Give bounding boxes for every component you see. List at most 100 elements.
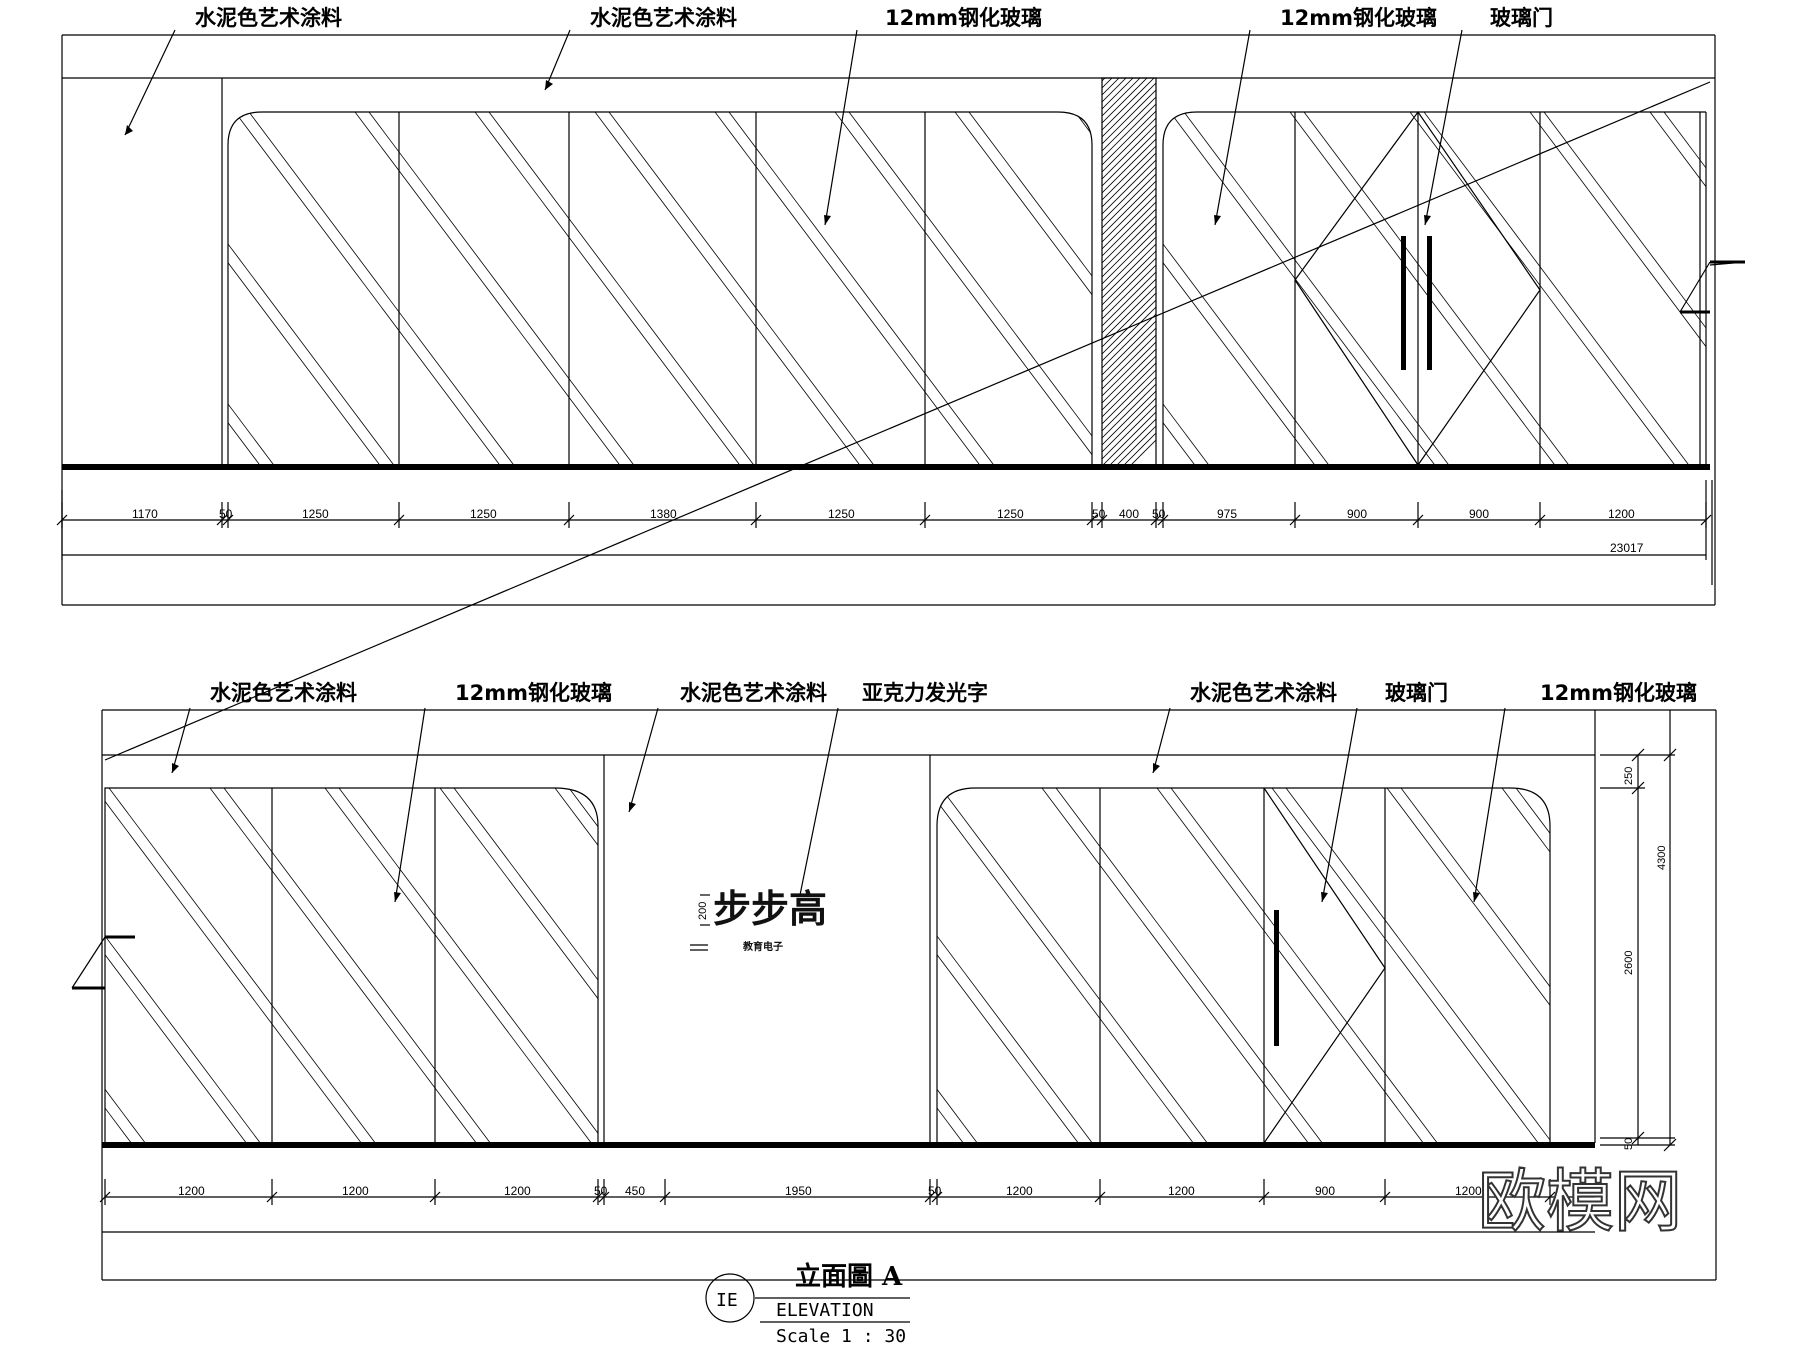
glass-hatch-line — [728, 112, 995, 465]
column-hatch-line — [1102, 6, 1156, 60]
dimension-tick — [1086, 514, 1098, 526]
dimension-text: 1250 — [302, 507, 329, 521]
vertical-dimension: 2600 — [1623, 951, 1635, 975]
dimension-text: 1200 — [1608, 507, 1635, 521]
glass-hatch-line — [1183, 112, 1450, 465]
column-hatch-line — [1102, 229, 1156, 285]
upper-callouts: 水泥色艺术涂料 水泥色艺术涂料 12mm钢化玻璃 12mm钢化玻璃 玻璃门 — [124, 6, 1553, 226]
glass-hatch-line — [105, 788, 247, 1143]
glass-hatch-line — [368, 112, 635, 465]
glass-hatch-line — [209, 788, 477, 1143]
glass-hatch-line — [0, 112, 154, 465]
column-hatch-line — [1102, 369, 1156, 425]
glass-hatch-line — [1400, 788, 1550, 1143]
glass-hatch-line — [105, 788, 261, 1143]
callout-label: 水泥色艺术涂料 — [195, 6, 342, 30]
column-hatch-line — [1102, 152, 1156, 208]
dimension-text: 50 — [1092, 507, 1106, 521]
glass-hatch-line — [108, 788, 376, 1143]
dimension-tick — [216, 514, 228, 526]
dimension-tick — [1289, 514, 1301, 526]
glass-hatch-line — [1055, 788, 1323, 1143]
column-hatch-line — [1102, 159, 1156, 215]
column-hatch-line — [1116, 425, 1156, 465]
glass-hatch-line — [453, 788, 598, 1143]
column-hatch-line — [1102, 257, 1156, 313]
vertical-dimension: 50 — [1623, 1138, 1635, 1150]
column-hatch-line — [1102, 271, 1156, 327]
dimension-tick — [659, 1191, 671, 1203]
glass-hatch-line — [824, 112, 1089, 465]
glass-hatch-line — [0, 112, 140, 465]
dimension-tick — [931, 1191, 943, 1203]
drawing-scale: Scale 1 : 30 — [776, 1326, 906, 1347]
column-hatch-line — [1102, 124, 1156, 180]
column-hatch-line — [1102, 78, 1113, 89]
glass-hatch-line — [1529, 112, 1706, 465]
callout-label: 12mm钢化玻璃 — [885, 6, 1042, 30]
glass-hatch-line — [1386, 788, 1550, 1143]
column-hatch-line — [1102, 278, 1156, 334]
dimension-text: 900 — [1315, 1184, 1335, 1198]
callout-label: 玻璃门 — [1385, 681, 1448, 705]
column-hatch-line — [1102, 166, 1156, 222]
watermark-logo: 欧模网 — [1478, 1163, 1682, 1242]
column-hatch-line — [1102, 320, 1156, 376]
column-hatch-line — [1102, 383, 1156, 439]
callout-label: 亚克力发光字 — [862, 681, 988, 705]
dimension-tick — [1544, 1191, 1556, 1203]
glass-hatch-line — [608, 112, 875, 465]
dimension-text: 900 — [1347, 507, 1367, 521]
glass-hatch-line — [1163, 112, 1316, 465]
column-hatch-line — [1102, 117, 1156, 173]
dimension-text: 1200 — [1455, 1184, 1482, 1198]
dimension-tick — [99, 1191, 111, 1203]
column-hatch-line — [1102, 145, 1156, 201]
dimension-text: 1380 — [650, 507, 677, 521]
glass-hatch-line — [474, 112, 741, 465]
glass-hatch-line — [1501, 788, 1550, 1143]
glass-hatch-line — [1156, 788, 1424, 1143]
column-hatch-line — [1102, 215, 1156, 271]
glass-hatch-line — [940, 788, 1208, 1143]
dimension-tick — [1096, 514, 1108, 526]
dimension-text: 1200 — [504, 1184, 531, 1198]
vertical-dimension: 250 — [1623, 767, 1635, 785]
dimension-tick — [393, 514, 405, 526]
glass-hatch-line — [937, 788, 964, 1143]
glass-hatch-line — [1163, 112, 1330, 465]
glass-hatch-line — [848, 112, 1092, 465]
glass-hatch-line — [834, 112, 1092, 465]
dimension-tick — [1150, 514, 1162, 526]
dimension-total: 23017 — [1610, 541, 1644, 555]
dimension-tick — [919, 514, 931, 526]
lower-callouts: 水泥色艺术涂料 12mm钢化玻璃 水泥色艺术涂料 亚克力发光字 水泥色艺术涂料 … — [171, 681, 1697, 903]
dimension-text: 1200 — [1006, 1184, 1033, 1198]
glass-hatch-line — [714, 112, 981, 465]
glass-hatch-line — [228, 112, 261, 465]
column-hatch-line — [1102, 264, 1156, 320]
glass-hatch-line — [937, 788, 1079, 1143]
callout-label: 水泥色艺术涂料 — [680, 681, 827, 705]
glass-hatch-line — [105, 788, 362, 1143]
column-hatch-line — [1102, 390, 1156, 446]
dimension-text: 1950 — [785, 1184, 812, 1198]
glass-hatch-line — [1163, 112, 1210, 465]
column-hatch-line — [1102, 78, 1134, 110]
glass-hatch-line — [937, 788, 1093, 1143]
callout-label: 水泥色艺术涂料 — [210, 681, 357, 705]
glass-hatch-line — [105, 788, 146, 1143]
glass-hatch-line — [568, 788, 598, 1143]
lower-dimensions: 1200 1200 1200 50 450 1950 50 1200 1200 … — [178, 767, 1668, 1198]
glass-hatch-line — [248, 112, 515, 465]
column-hatch-line — [1102, 404, 1156, 460]
column-hatch-line — [1102, 138, 1156, 194]
glass-hatch-line — [582, 788, 848, 1143]
dimension-text: 1200 — [342, 1184, 369, 1198]
glass-hatch-line — [234, 112, 501, 465]
glass-hatch-line — [1041, 788, 1309, 1143]
glass-hatch-line — [1543, 112, 1706, 465]
glass-hatch-line — [1285, 788, 1550, 1143]
column-hatch-line — [1102, 13, 1156, 67]
glass-hatch-line — [810, 112, 1075, 465]
